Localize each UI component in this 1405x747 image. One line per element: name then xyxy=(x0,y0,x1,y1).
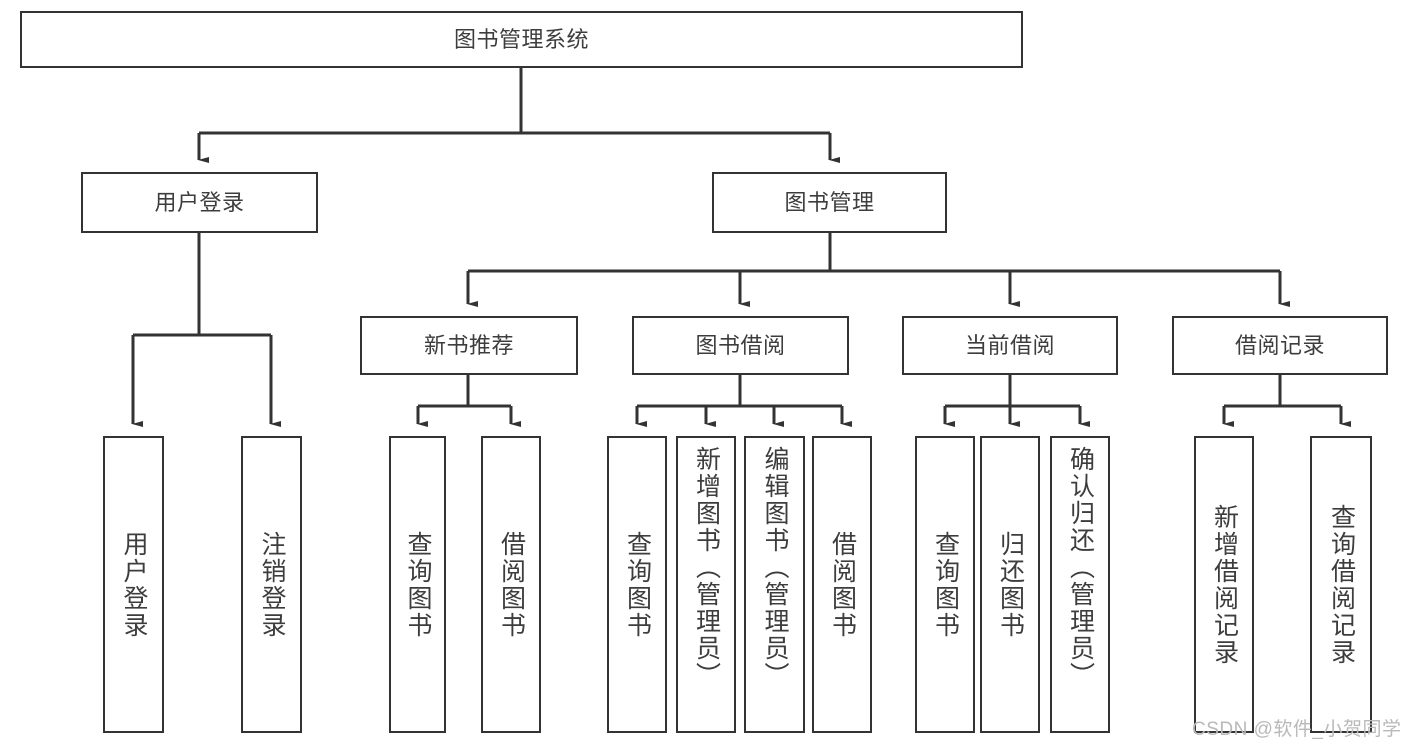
node-leaf-user-login[interactable]: 用户登录 xyxy=(103,436,164,733)
node-leaf-add-borrow-record[interactable]: 新增借阅记录 xyxy=(1194,436,1254,733)
node-book-borrow-label: 图书借阅 xyxy=(695,332,786,358)
node-book-management[interactable]: 图书管理 xyxy=(712,172,947,233)
watermark: CSDN @软件_小贺同学 xyxy=(1192,719,1402,740)
node-leaf-query-book-borrow-label: 查询图书 xyxy=(623,530,652,639)
node-leaf-query-borrow-record-label: 查询借阅记录 xyxy=(1327,503,1356,666)
node-leaf-add-book-admin-label: 新增图书（管理员） xyxy=(692,446,721,689)
node-leaf-query-book-newbook-label: 查询图书 xyxy=(404,530,432,639)
node-leaf-confirm-return-admin[interactable]: 确认归还（管理员） xyxy=(1050,436,1110,733)
node-root-label: 图书管理系统 xyxy=(453,26,589,52)
node-leaf-add-borrow-record-label: 新增借阅记录 xyxy=(1210,503,1239,666)
node-leaf-return-book-label: 归还图书 xyxy=(996,530,1025,639)
node-leaf-edit-book-admin-label: 编辑图书（管理员） xyxy=(761,446,789,689)
node-borrow-record-label: 借阅记录 xyxy=(1234,332,1325,358)
node-borrow-record[interactable]: 借阅记录 xyxy=(1172,316,1388,375)
node-leaf-confirm-return-admin-label: 确认归还（管理员） xyxy=(1066,446,1095,689)
node-leaf-borrow-book-newbook[interactable]: 借阅图书 xyxy=(481,436,541,733)
node-current-borrow[interactable]: 当前借阅 xyxy=(902,316,1118,375)
node-user-login[interactable]: 用户登录 xyxy=(81,172,318,233)
node-root[interactable]: 图书管理系统 xyxy=(20,11,1023,68)
node-leaf-edit-book-admin[interactable]: 编辑图书（管理员） xyxy=(744,436,805,733)
node-leaf-query-book-current-label: 查询图书 xyxy=(931,530,960,639)
node-user-login-label: 用户登录 xyxy=(154,189,245,215)
node-leaf-borrow-book[interactable]: 借阅图书 xyxy=(812,436,872,733)
node-leaf-add-book-admin[interactable]: 新增图书（管理员） xyxy=(676,436,736,733)
node-leaf-query-borrow-record[interactable]: 查询借阅记录 xyxy=(1310,436,1372,733)
node-leaf-logout[interactable]: 注销登录 xyxy=(241,436,302,733)
node-leaf-user-login-label: 用户登录 xyxy=(120,530,148,639)
node-leaf-return-book[interactable]: 归还图书 xyxy=(980,436,1040,733)
node-leaf-borrow-book-newbook-label: 借阅图书 xyxy=(497,530,526,639)
node-leaf-borrow-book-label: 借阅图书 xyxy=(828,530,857,639)
node-leaf-query-book-newbook[interactable]: 查询图书 xyxy=(389,436,446,733)
node-book-borrow[interactable]: 图书借阅 xyxy=(632,316,849,375)
node-new-book-recommend[interactable]: 新书推荐 xyxy=(360,316,578,375)
node-current-borrow-label: 当前借阅 xyxy=(964,332,1055,358)
node-book-management-label: 图书管理 xyxy=(784,189,875,215)
node-leaf-query-book-borrow[interactable]: 查询图书 xyxy=(607,436,667,733)
node-leaf-logout-label: 注销登录 xyxy=(258,530,286,639)
node-leaf-query-book-current[interactable]: 查询图书 xyxy=(915,436,975,733)
node-new-book-recommend-label: 新书推荐 xyxy=(423,332,514,358)
